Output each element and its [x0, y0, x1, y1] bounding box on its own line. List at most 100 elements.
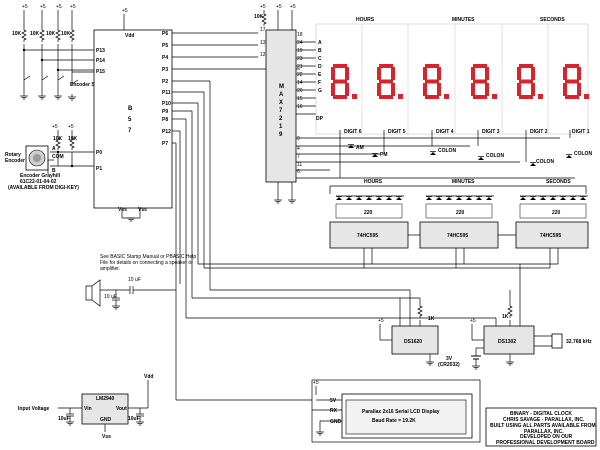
speaker-cap-1: 10 uF	[128, 277, 141, 283]
lm2940-body	[81, 393, 129, 425]
enc-r2: 10K	[68, 136, 78, 142]
max-pin-21: 21	[297, 64, 303, 70]
colon-led-4: COLON	[565, 151, 592, 159]
title-block: BINARY - DIGITAL CLOCK CHRIS SAVAGE - PA…	[485, 407, 597, 447]
resistor-220-seconds: 220	[552, 210, 561, 216]
led-group-minutes: MINUTES	[452, 179, 475, 185]
signal-bus-lines	[175, 81, 496, 401]
plus5-label: +5	[70, 4, 76, 10]
max-pin-24: 24	[297, 40, 303, 46]
input-voltage-label: Input Voltage	[18, 406, 50, 412]
lm2940-regulator: Vdd LM2940 Vin Vout GND Input Voltage Vs…	[18, 374, 153, 440]
ds1302-plus5: +5	[470, 318, 476, 324]
max-plus5-b: +5	[276, 4, 282, 10]
digit-2-label: DIGIT 2	[530, 129, 548, 135]
stamp-pin-p3: P3	[162, 67, 168, 73]
encoder-com-label: COM	[52, 154, 64, 160]
stamp-name-1: B	[128, 106, 133, 112]
pullup-4: 10K +5	[61, 4, 76, 72]
ds1302-label: DS1302	[498, 339, 516, 345]
ds1620-plus5: +5	[378, 318, 384, 324]
stamp-note-3: amplifier.	[100, 266, 120, 272]
title-line-4: PARALLAX, INC.	[524, 429, 564, 435]
ds1620-temp-sensor: +5 DS1620 1K	[378, 290, 439, 366]
digit-3-label: DIGIT 3	[482, 129, 500, 135]
lm2940-gnd: GND	[100, 417, 112, 423]
max-plus5-a: +5	[260, 4, 266, 10]
speaker-section: See BASIC Stamp Manual or PBASIC Help Fi…	[85, 254, 196, 310]
title-block-frame	[485, 407, 597, 447]
rotary-encoder: +5 +5 10K 10K Rotary Encoder COM A B Enc…	[5, 124, 94, 191]
max-letter-1: M	[279, 84, 284, 90]
seg-label-dp: DP	[316, 116, 324, 122]
stamp-pin-p0: P0	[96, 150, 102, 156]
seg-label-b: B	[318, 48, 322, 54]
lcd-outer	[311, 379, 481, 443]
seven-seg-digit-6	[331, 64, 357, 99]
max-pin-6: 6	[297, 169, 300, 175]
pullup-3-label: 10K	[46, 31, 56, 37]
max-letter-7: 9	[279, 132, 283, 138]
pushbutton-switches	[19, 72, 79, 101]
max-letter-3: X	[279, 100, 283, 106]
display-group-minutes: MINUTES	[452, 17, 475, 23]
shift-register-1-label: 74HC595	[357, 233, 378, 239]
seg-label-d: D	[318, 64, 322, 70]
crystal-label: 32.768 kHz	[566, 339, 592, 345]
colon-label-1: COLON	[438, 148, 456, 154]
colon-label-3: COLON	[536, 159, 554, 165]
seven-seg-digit-4	[423, 64, 449, 99]
max-pin-14: 14	[297, 80, 303, 86]
lcd-pin-rx: RX	[330, 408, 338, 414]
lm2940-label: LM2940	[96, 396, 115, 402]
battery-label-2: (CR2032)	[438, 362, 460, 368]
encoder-part-1: Encoder Grayhill	[20, 173, 61, 179]
display-frame	[315, 23, 589, 135]
display-group-hours: HOURS	[356, 17, 375, 23]
stamp-vss-1: Vss	[118, 207, 127, 213]
max-pin-4: 4	[297, 146, 300, 152]
ds1620-label: DS1620	[404, 339, 422, 345]
led-group-hours: HOURS	[364, 179, 383, 185]
stamp-vss-2: Vss	[138, 207, 147, 213]
colon-led-3: COLON	[529, 159, 554, 167]
speaker-cap-2: 10 uF	[104, 294, 117, 300]
stamp-pin-p13: P13	[96, 48, 105, 54]
digit-1-label: DIGIT 1	[572, 129, 590, 135]
plus5-label: +5	[22, 4, 28, 10]
pullup-4-label: 10K	[61, 31, 71, 37]
stamp-pin-p5: P5	[162, 43, 168, 49]
lcd-plus5: +5	[313, 380, 319, 386]
max-pin-17: 17	[260, 27, 266, 33]
lcd-title: Parallax 2x16 Serial LCD Display	[362, 409, 440, 415]
max-pin-7: 7	[297, 154, 300, 160]
stamp-pin-p6: P6	[162, 31, 168, 37]
stamp-vdd: Vdd	[125, 33, 134, 39]
stamp-pin-p1: P1	[96, 166, 102, 172]
max-pin-20: 20	[297, 88, 303, 94]
digit-5-label: DIGIT 5	[388, 129, 406, 135]
resistor-220-hours: 220	[364, 210, 373, 216]
plus5-label: +5	[56, 4, 62, 10]
max-r-top: 10K	[254, 14, 264, 20]
led-row-hours	[335, 195, 404, 201]
am-led: AM	[347, 144, 364, 151]
title-line-6: PROFESSIONAL DEVELOPMENT BOARD	[496, 440, 595, 446]
plus5-label: +5	[40, 4, 46, 10]
reg-vss: Vss	[102, 434, 111, 440]
max-letter-5: 2	[279, 116, 283, 122]
colon-label-4: COLON	[574, 151, 592, 157]
shift-register-1	[329, 221, 409, 249]
reg-vdd: Vdd	[144, 374, 153, 380]
crystal-icon	[551, 333, 563, 349]
pullup-2: 10K +5	[30, 4, 46, 92]
rotary-encoder-label-2: Encoder	[5, 158, 25, 164]
max-pin-19: 19	[297, 48, 303, 54]
speaker-icon	[85, 279, 101, 307]
stamp-pin-p9: P9	[162, 109, 168, 115]
stamp-note-1: See BASIC Stamp Manual or PBASIC Help	[100, 254, 196, 260]
lcd-pin-5v: 5V	[330, 398, 337, 404]
seg-label-c: C	[318, 56, 322, 62]
max-pin-22: 22	[297, 72, 303, 78]
lm2940-vin: Vin	[84, 406, 92, 412]
